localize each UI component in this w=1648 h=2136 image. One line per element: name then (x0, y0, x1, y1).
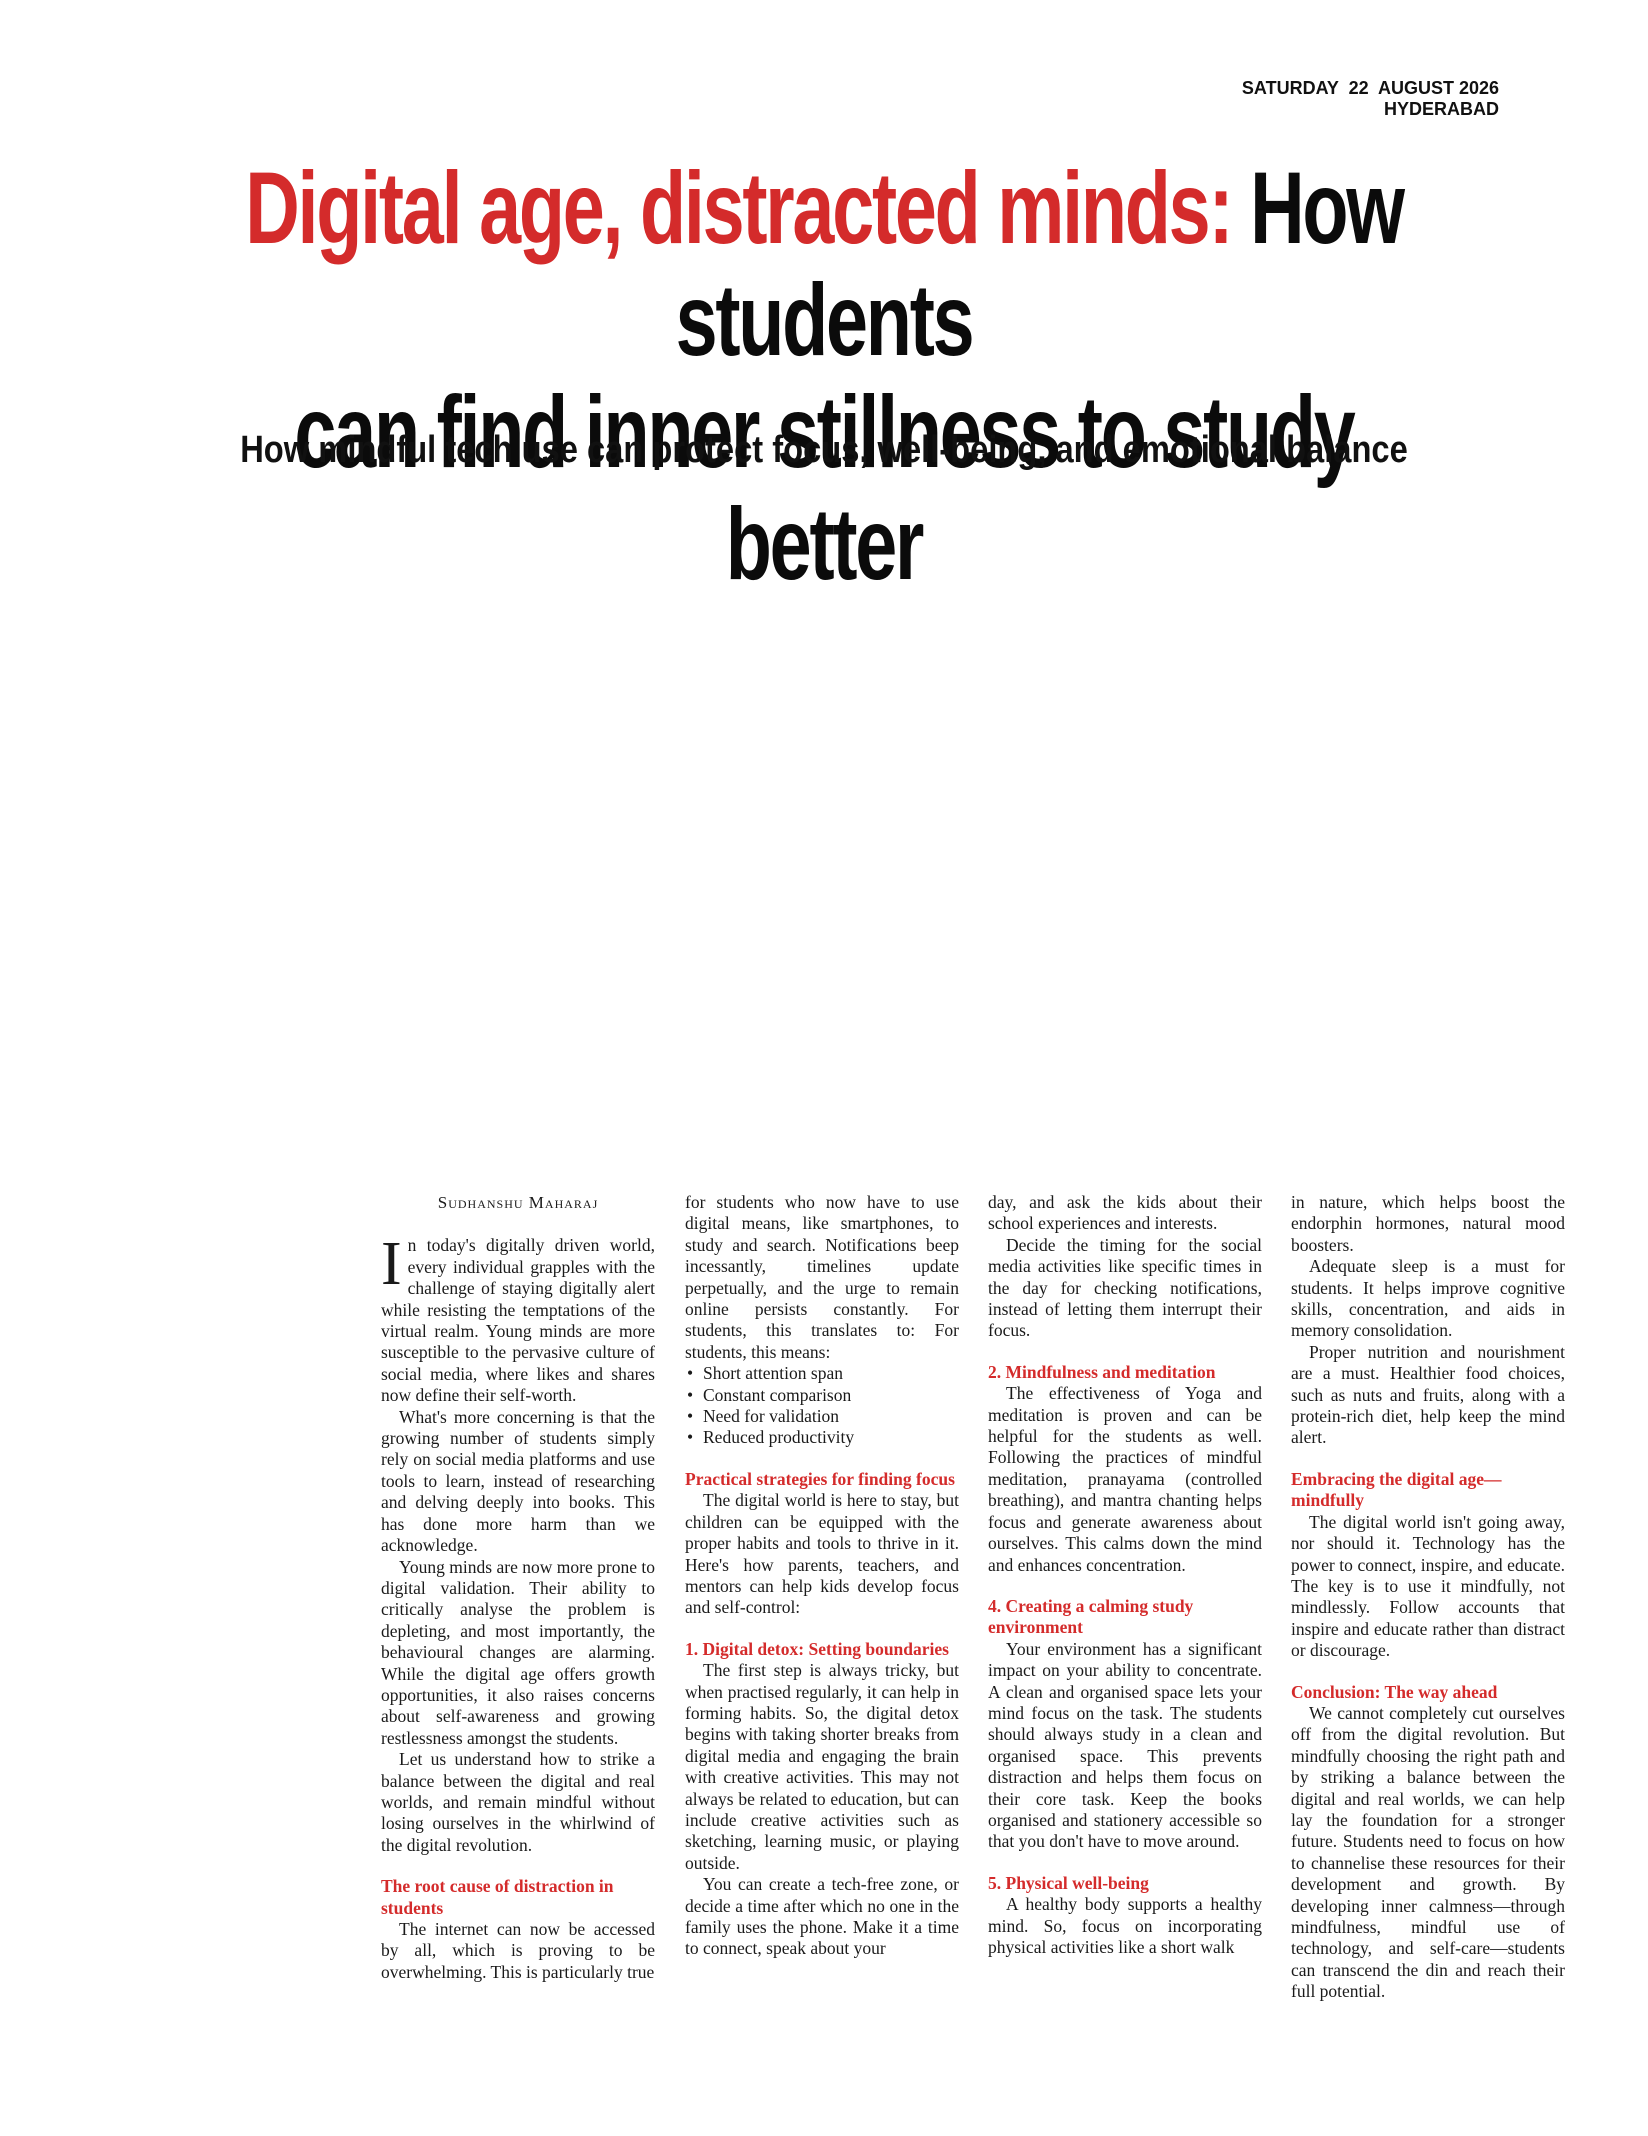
paragraph: for students who now have to use digital… (685, 1192, 959, 1362)
headline-red: Digital age, distracted minds: (245, 151, 1233, 265)
subheading: Embracing the digital age—mindfully (1291, 1468, 1502, 1511)
dropcap: I (381, 1230, 402, 1299)
list-item: Need for validation (687, 1406, 959, 1428)
dateline: SATURDAY 22 AUGUST 2026 HYDERABAD (1242, 78, 1499, 120)
paragraph: Adequate sleep is a must for students. I… (1291, 1256, 1565, 1341)
standfirst: How mindful tech use can protect focus, … (240, 429, 1408, 471)
paragraph: The first step is always tricky, but whe… (685, 1660, 959, 1873)
article-column-3: day, and ask the kids about their school… (988, 1192, 1262, 1958)
subheading: Conclusion: The way ahead (1291, 1681, 1498, 1702)
paragraph: The internet can now be accessed by all,… (381, 1919, 655, 1982)
paragraph: You can create a tech-free zone, or deci… (685, 1874, 959, 1959)
paragraph: What's more concerning is that the growi… (381, 1406, 655, 1556)
list-item: Reduced productivity (687, 1427, 959, 1449)
paragraph: day, and ask the kids about their school… (988, 1192, 1262, 1234)
list-item: Short attention span (687, 1363, 959, 1385)
subheading: 5. Physical well-being (988, 1872, 1149, 1893)
subheading: 1. Digital detox: Setting boundaries (685, 1638, 949, 1659)
article-column-4: in nature, which helps boost the endorph… (1291, 1192, 1565, 2003)
paragraph: We cannot completely cut ourselves off f… (1291, 1702, 1565, 2002)
subheading: 2. Mindfulness and meditation (988, 1361, 1216, 1382)
paragraph: in nature, which helps boost the endorph… (1291, 1192, 1565, 1255)
paragraph: Your environment has a significant impac… (988, 1638, 1262, 1852)
headline: Digital age, distracted minds: How stude… (214, 152, 1434, 600)
subheading: Practical strategies for finding focus (685, 1468, 955, 1489)
paragraph: Let us understand how to strike a balanc… (381, 1749, 655, 1855)
byline: Sudhanshu Maharaj (437, 1193, 599, 1212)
paragraph: Decide the timing for the social media a… (988, 1234, 1262, 1341)
subheading: The root cause of distraction in student… (381, 1876, 614, 1918)
edition-city: HYDERABAD (1383, 99, 1499, 119)
issue-date: SATURDAY 22 AUGUST 2026 (1241, 78, 1499, 98)
list-item: Constant comparison (687, 1385, 959, 1407)
paragraph: Young minds are now more prone to digita… (381, 1556, 655, 1748)
article-column-2: for students who now have to use digital… (685, 1192, 959, 1960)
paragraph: Proper nutrition and nourishment are a m… (1291, 1341, 1565, 1448)
headline-black-2: can find inner stillness to study better (294, 375, 1355, 601)
bullet-list: Short attention span Constant comparison… (685, 1363, 959, 1449)
headline-black-1: How students (675, 151, 1405, 377)
paragraph: The digital world isn't going away, nor … (1291, 1511, 1565, 1661)
paragraph: The digital world is here to stay, but c… (685, 1490, 959, 1618)
paragraph: A healthy body supports a healthy mind. … (988, 1894, 1262, 1957)
paragraph: The effectiveness of Yoga and meditation… (988, 1383, 1262, 1575)
subheading: 4. Creating a calming study environment (988, 1595, 1194, 1638)
